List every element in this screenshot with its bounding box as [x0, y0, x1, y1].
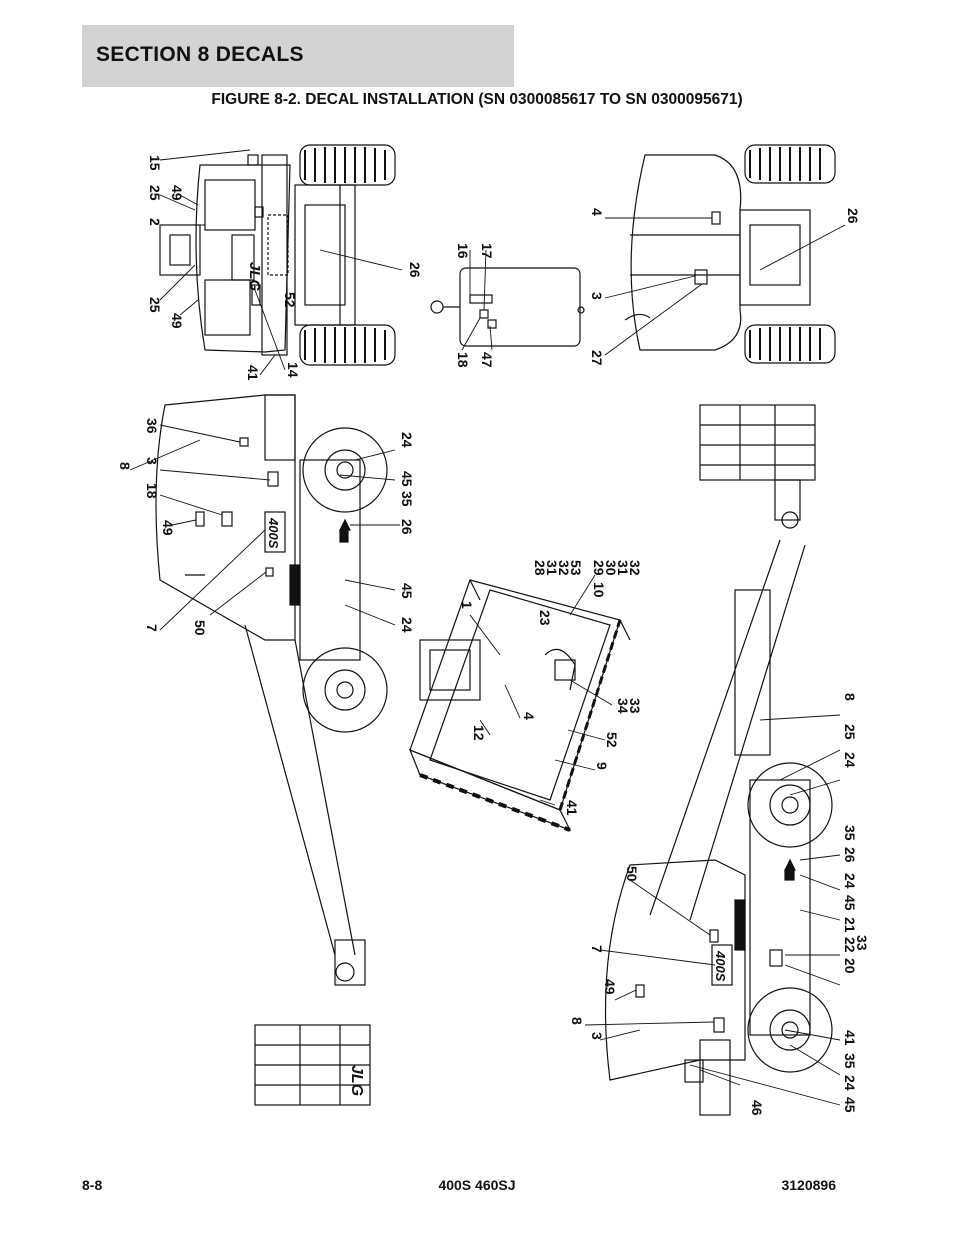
- callout-number: 25: [842, 724, 858, 740]
- callout-number: 53: [568, 560, 584, 576]
- callout-number: 7: [589, 945, 605, 953]
- brand-logo: JLG: [246, 262, 263, 292]
- callout-number: 16: [455, 243, 471, 259]
- page-number: 8-8: [82, 1177, 103, 1193]
- left-side-view: JLG 400S: [155, 394, 388, 1106]
- platform-control-box: [430, 267, 585, 347]
- document-number: 3120896: [781, 1177, 836, 1193]
- callout-number: 24: [842, 1075, 858, 1091]
- callout-number: 26: [845, 208, 861, 224]
- model-name: 400S 460SJ: [438, 1177, 516, 1193]
- callout-number: 35: [842, 825, 858, 841]
- callout-number: 27: [589, 350, 605, 366]
- callout-number: 3: [589, 1032, 605, 1040]
- figure-title: FIGURE 8-2. DECAL INSTALLATION (SN 03000…: [211, 91, 743, 108]
- callout-number: 41: [564, 800, 580, 816]
- callout-number: 33: [854, 935, 870, 951]
- callout-number: 28: [532, 560, 548, 576]
- section-title: SECTION 8 DECALS: [96, 43, 304, 66]
- callout-number: 35: [842, 1053, 858, 1069]
- callout-number: 41: [245, 365, 261, 381]
- tire: [744, 144, 836, 184]
- callout-number: 52: [604, 732, 620, 748]
- model-badge: 400S: [266, 517, 281, 549]
- callout-number: 3: [144, 457, 160, 465]
- callout-number: 47: [479, 352, 495, 368]
- callout-number: 21: [842, 917, 858, 933]
- callout-number: 45: [399, 583, 415, 599]
- callout-number: 50: [192, 620, 208, 636]
- callout-number: 35: [399, 491, 415, 507]
- callout-number: 10: [591, 582, 607, 598]
- model-badge: 400S: [713, 950, 728, 982]
- tire: [299, 324, 396, 366]
- callout-number: 8: [569, 1017, 585, 1025]
- right-side-view: 400S: [604, 404, 833, 1116]
- callout-number: 50: [624, 866, 640, 882]
- callout-number: 34: [615, 698, 631, 714]
- wheel: [747, 987, 833, 1073]
- callout-number: 24: [399, 432, 415, 448]
- callout-number: 22: [842, 937, 858, 953]
- callout-number: 14: [285, 362, 301, 378]
- platform-basket-view: [408, 579, 631, 832]
- callout-number: 26: [407, 262, 423, 278]
- callout-number: 9: [594, 762, 610, 770]
- callout-number: 33: [627, 698, 643, 714]
- callout-number: 15: [147, 155, 163, 171]
- callout-number: 29: [591, 560, 607, 576]
- callout-number: 41: [842, 1030, 858, 1046]
- callout-number: 49: [169, 185, 185, 201]
- callout-number: 3: [589, 292, 605, 300]
- callout-number: 49: [160, 520, 176, 536]
- callout-number: 26: [399, 519, 415, 535]
- callout-number: 32: [627, 560, 643, 576]
- callout-number: 30: [603, 560, 619, 576]
- wheel: [302, 647, 388, 733]
- callout-number: 25: [147, 297, 163, 313]
- callout-number: 24: [842, 752, 858, 768]
- callout-number: 4: [521, 712, 537, 720]
- wheel: [302, 427, 388, 513]
- callout-number: 46: [749, 1100, 765, 1116]
- callout-number: 12: [471, 725, 487, 741]
- callout-number: 52: [282, 292, 298, 308]
- callout-number: 24: [842, 873, 858, 889]
- brand-logo: JLG: [348, 1065, 365, 1096]
- callout-number: 45: [842, 1097, 858, 1113]
- callout-number: 17: [479, 243, 495, 259]
- callout-number: 31: [615, 560, 631, 576]
- tire: [744, 324, 836, 364]
- callout-number: 24: [399, 617, 415, 633]
- tire: [299, 144, 396, 186]
- callout-number: 49: [169, 313, 185, 329]
- callout-number: 25: [147, 185, 163, 201]
- callout-number: 31: [544, 560, 560, 576]
- callout-number: 26: [842, 847, 858, 863]
- callout-number: 1: [459, 601, 475, 609]
- callout-number: 8: [842, 693, 858, 701]
- callout-number: 18: [144, 483, 160, 499]
- section-header-band: SECTION 8 DECALS: [82, 25, 514, 87]
- callout-number: 23: [537, 610, 553, 626]
- callout-number: 2: [147, 218, 163, 226]
- rear-view: [624, 144, 836, 364]
- leader-lines: [129, 149, 846, 1106]
- wheel: [747, 762, 833, 848]
- callout-number: 36: [144, 418, 160, 434]
- callout-number: 45: [399, 471, 415, 487]
- callout-number: 18: [455, 352, 471, 368]
- callout-number: 49: [602, 979, 618, 995]
- callout-number: 4: [589, 208, 605, 216]
- callout-number: 45: [842, 895, 858, 911]
- top-machine-view: JLG: [159, 144, 396, 366]
- callout-number: 8: [117, 462, 133, 470]
- callout-number: 32: [556, 560, 572, 576]
- callout-number: 20: [842, 958, 858, 974]
- callout-number: 7: [144, 624, 160, 632]
